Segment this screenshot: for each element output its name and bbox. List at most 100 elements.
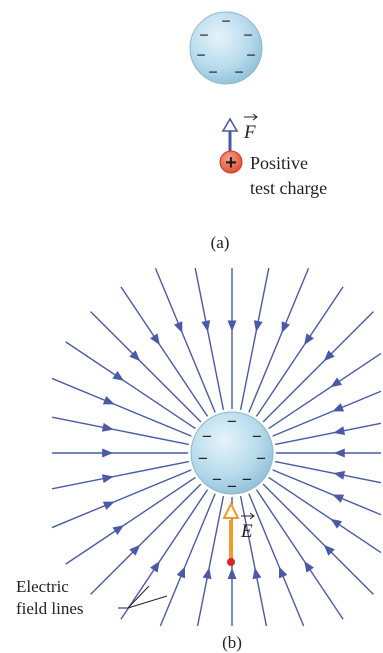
negative-sign-b-8: − bbox=[227, 477, 237, 496]
negative-sign-b-7: − bbox=[242, 470, 252, 489]
field-line-arrowhead bbox=[330, 518, 343, 529]
field-line-arrowhead bbox=[333, 448, 345, 458]
test-charge-label-line2: test charge bbox=[250, 178, 327, 198]
field-line-arrowhead bbox=[227, 320, 237, 332]
field-line bbox=[268, 476, 382, 554]
field-line-arrowhead bbox=[227, 567, 237, 579]
label-pointer-2 bbox=[118, 595, 168, 609]
field-line-arrowhead bbox=[202, 567, 212, 580]
negative-sign-a-3: − bbox=[243, 28, 252, 45]
field-line bbox=[255, 286, 344, 417]
negative-sign-b-1: − bbox=[227, 412, 237, 431]
field-line-arrowhead bbox=[304, 333, 314, 346]
force-arrow-head bbox=[221, 117, 239, 132]
negative-sign-a-4: − bbox=[196, 48, 205, 65]
field-line-arrowhead bbox=[332, 494, 345, 503]
field-line-arrowhead bbox=[173, 321, 183, 334]
field-line bbox=[51, 416, 189, 446]
force-vector-arrow-mark bbox=[244, 113, 258, 121]
negative-sign-b-2: − bbox=[202, 427, 212, 446]
force-vector-label: F bbox=[243, 122, 256, 143]
field-line bbox=[275, 422, 382, 446]
field-line-arrowhead bbox=[150, 333, 160, 346]
field-line bbox=[262, 483, 374, 595]
field-line bbox=[90, 311, 202, 423]
field-line-arrowhead bbox=[102, 396, 115, 405]
field-line bbox=[272, 469, 382, 516]
field-line-arrowhead bbox=[102, 448, 114, 458]
field-line bbox=[90, 483, 202, 595]
field-lines bbox=[51, 267, 382, 627]
field-line-arrowhead bbox=[201, 320, 211, 332]
sphere-a-negative-signs: −−−−−−− bbox=[196, 14, 255, 82]
field-line bbox=[194, 267, 225, 410]
field-line bbox=[51, 377, 192, 437]
field-line-arrowhead bbox=[101, 422, 114, 432]
field-line bbox=[239, 267, 270, 410]
field-line-arrowhead bbox=[333, 470, 346, 480]
negative-sign-a-7: − bbox=[234, 65, 243, 82]
field-line-arrowhead bbox=[323, 350, 335, 362]
test-charge-label-line1: Positive bbox=[250, 153, 308, 173]
field-line-arrowhead bbox=[281, 321, 291, 334]
field-line-arrowhead bbox=[252, 567, 262, 580]
field-line bbox=[65, 476, 196, 565]
field-line-arrowhead bbox=[330, 377, 343, 388]
field-line-arrowhead bbox=[112, 371, 125, 381]
field-line bbox=[262, 311, 374, 423]
field-line bbox=[239, 496, 268, 627]
panel-a: −−−−−−− F + Positive test charge (a) bbox=[189, 11, 327, 252]
charged-sphere-b bbox=[190, 411, 274, 495]
field-line bbox=[248, 267, 310, 413]
label-pointer-1 bbox=[118, 585, 150, 609]
plus-sign: + bbox=[225, 152, 237, 174]
charged-sphere-a bbox=[189, 11, 263, 85]
field-lines-label-line1: Electric bbox=[16, 577, 69, 596]
e-vector-head bbox=[222, 501, 240, 519]
field-line-arrowhead bbox=[253, 320, 263, 332]
field-line-arrowhead bbox=[129, 350, 141, 362]
field-line bbox=[255, 489, 344, 620]
field-line-arrowhead bbox=[101, 474, 114, 484]
caption-b: (b) bbox=[222, 633, 242, 652]
field-line bbox=[196, 496, 225, 627]
field-line-arrowhead bbox=[150, 560, 160, 573]
field-lines-label-line2: field lines bbox=[16, 599, 84, 618]
field-line bbox=[275, 460, 382, 484]
negative-sign-b-4: − bbox=[198, 449, 208, 468]
field-line-arrowhead bbox=[332, 403, 345, 412]
negative-sign-b-3: − bbox=[252, 427, 262, 446]
e-vector-label: E bbox=[240, 521, 253, 542]
field-line-arrowhead bbox=[323, 544, 335, 556]
e-vector-arrow-mark bbox=[241, 512, 255, 520]
panel-b: −−−−−−−− E Electric field lines (b) bbox=[16, 267, 382, 652]
field-line-arrowhead bbox=[176, 566, 186, 579]
negative-sign-a-2: − bbox=[199, 28, 208, 45]
field-line-arrowhead bbox=[278, 566, 288, 579]
negative-sign-a-1: − bbox=[221, 14, 230, 31]
field-line bbox=[268, 352, 382, 430]
negative-sign-b-6: − bbox=[212, 470, 222, 489]
field-line bbox=[159, 493, 216, 627]
field-line bbox=[120, 489, 209, 620]
field-line bbox=[51, 460, 189, 490]
positive-test-charge bbox=[219, 150, 243, 174]
field-line bbox=[248, 493, 305, 627]
field-line-arrowhead bbox=[333, 426, 346, 436]
negative-sign-b-5: − bbox=[256, 449, 266, 468]
field-line bbox=[272, 390, 382, 437]
negative-sign-a-5: − bbox=[246, 48, 255, 65]
field-line bbox=[120, 286, 209, 417]
field-line bbox=[154, 267, 216, 413]
test-point bbox=[227, 558, 235, 566]
field-line-arrowhead bbox=[112, 525, 125, 535]
field-line-arrowhead bbox=[304, 560, 314, 573]
caption-a: (a) bbox=[211, 233, 230, 252]
field-line-arrowhead bbox=[102, 501, 115, 510]
field-line bbox=[65, 341, 196, 430]
field-line bbox=[51, 469, 192, 529]
field-line-arrowhead bbox=[129, 544, 141, 556]
sphere-b-negative-signs: −−−−−−−− bbox=[198, 412, 266, 496]
negative-sign-a-6: − bbox=[208, 65, 217, 82]
